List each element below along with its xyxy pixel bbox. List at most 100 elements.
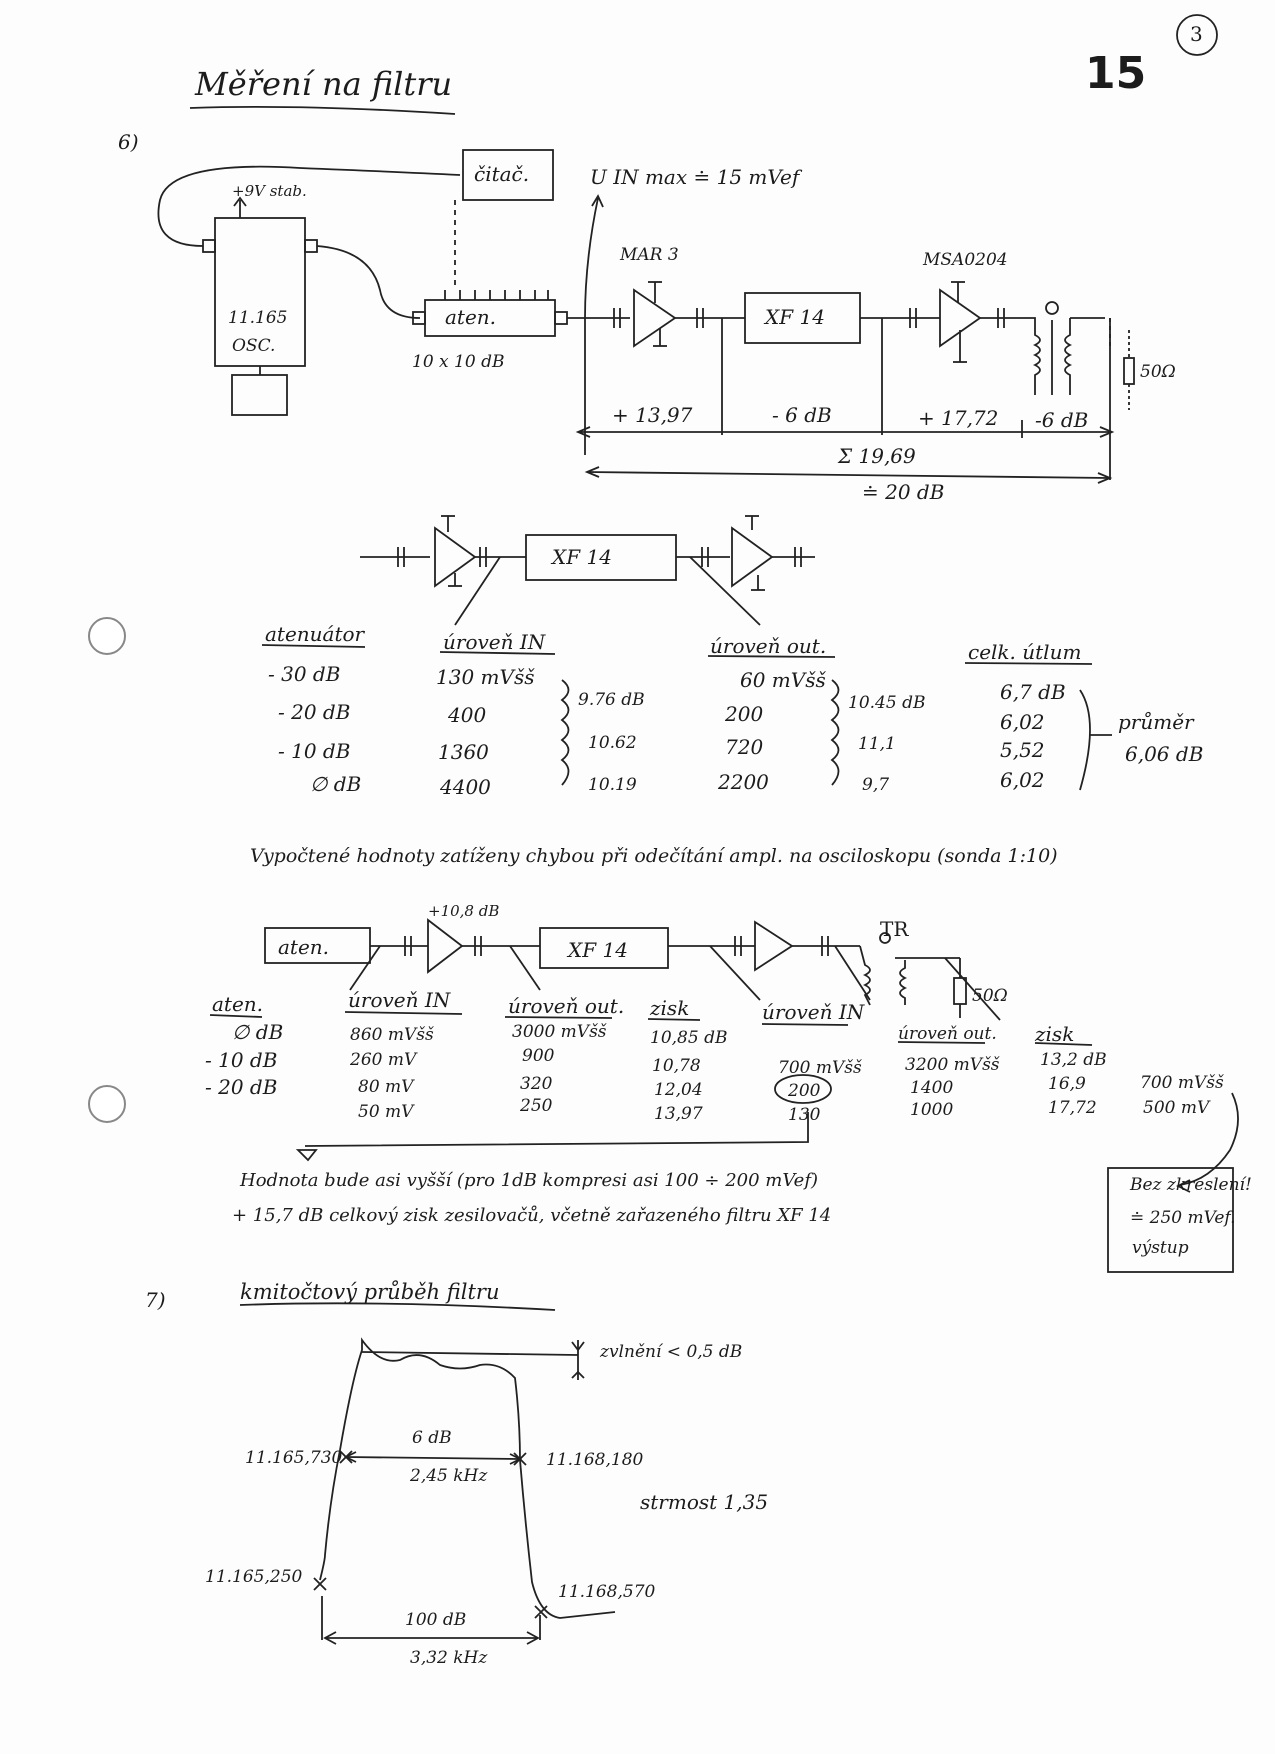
table2-in2-3: 130	[788, 1105, 821, 1125]
chain2-tr: TR	[880, 917, 909, 941]
table2-gain1-2: 10,78	[652, 1056, 701, 1076]
page-title: Měření na filtru	[195, 65, 453, 103]
table1-row2-in: 400	[448, 703, 487, 727]
table2-gain2-1: 13,2 dB	[1040, 1050, 1107, 1070]
table2-out2-1: 3200 mVšš	[905, 1055, 1000, 1075]
table2-extra-1: 700 mVšš	[1140, 1073, 1224, 1093]
table2-gain2-3: 17,72	[1048, 1098, 1097, 1118]
table2-header-gain1: zisk	[650, 996, 690, 1020]
gain-4: -6 dB	[1035, 408, 1089, 432]
table2-gain1-1: 10,85 dB	[650, 1028, 728, 1048]
bw100-label: 3,32 kHz	[410, 1648, 488, 1668]
table1-header-out: úroveň out.	[710, 634, 827, 658]
load-label-1: 50Ω	[1140, 362, 1176, 382]
table2-out1-4: 250	[520, 1096, 553, 1116]
oscillator-label-2: OSC.	[232, 336, 276, 356]
table2-in1-2: 260 mV	[350, 1050, 417, 1070]
supply-label: +9V stab.	[232, 182, 307, 200]
table2-gain1-3: 12,04	[654, 1080, 703, 1100]
table1-row2-loss: 6,02	[1000, 710, 1045, 734]
table2-gain2-2: 16,9	[1048, 1074, 1086, 1094]
table2-header-in2: úroveň IN	[762, 1000, 865, 1024]
table1-header-loss: celk. útlum	[968, 640, 1082, 664]
table1-row1-out: 60 mVšš	[740, 668, 826, 692]
chain2-load: 50Ω	[972, 986, 1008, 1006]
f6-right: 11.168,180	[546, 1450, 644, 1470]
table2-out1-2: 900	[522, 1046, 555, 1066]
table1-out-diff-3: 9,7	[862, 775, 890, 795]
table2-header-out1: úroveň out.	[508, 994, 625, 1018]
table1-row1-aten: - 30 dB	[268, 662, 341, 686]
page-number: 15	[1085, 48, 1147, 99]
average-value: 6,06 dB	[1125, 742, 1204, 766]
section-7-label: 7)	[145, 1288, 166, 1312]
f100-right: 11.168,570	[558, 1582, 656, 1602]
table1-row4-out: 2200	[718, 770, 769, 794]
table1-row3-loss: 5,52	[1000, 738, 1045, 762]
note-compression: Hodnota bude asi vyšší (pro 1dB kompresi…	[240, 1170, 819, 1191]
punch-hole-bottom	[88, 1085, 126, 1123]
db6-label: 6 dB	[412, 1428, 452, 1448]
table2-gain1-4: 13,97	[654, 1104, 703, 1124]
table1-row1-in: 130 mVšš	[436, 665, 535, 689]
amp1-label: MAR 3	[620, 245, 679, 265]
steepness-label: strmost 1,35	[640, 1490, 769, 1514]
chain2-aten: aten.	[278, 935, 330, 959]
table1-row2-aten: - 20 dB	[278, 700, 351, 724]
gain-1: + 13,97	[612, 403, 693, 427]
section-7-title: kmitočtový průběh filtru	[240, 1280, 500, 1304]
gain-3: + 17,72	[918, 406, 999, 430]
table2-in2-1: 700 mVšš	[778, 1058, 862, 1078]
circled-page-number: 3	[1190, 22, 1203, 46]
table2-header-aten: aten.	[212, 992, 264, 1016]
db100-label: 100 dB	[405, 1610, 467, 1630]
f100-left: 11.165,250	[205, 1567, 303, 1587]
table2-out2-2: 1400	[910, 1078, 954, 1098]
table2-in1-3: 80 mV	[358, 1077, 414, 1097]
table1-row2-out: 200	[725, 702, 764, 726]
table1-row4-loss: 6,02	[1000, 768, 1045, 792]
table1-row3-aten: - 10 dB	[278, 739, 351, 763]
attenuator-steps: 10 x 10 dB	[412, 352, 505, 372]
table1-in-diff-3: 10.19	[588, 775, 637, 795]
bw6-label: 2,45 kHz	[410, 1466, 488, 1486]
table1-row1-loss: 6,7 dB	[1000, 680, 1066, 704]
amp2-label: MSA0204	[923, 250, 1008, 270]
box-note-line1: Bez zkreslení!	[1130, 1175, 1252, 1195]
table2-header-in1: úroveň IN	[348, 988, 451, 1012]
chain2-filter: XF 14	[568, 938, 628, 962]
note-total-gain: + 15,7 dB celkový zisk zesilovačů, včetn…	[232, 1205, 832, 1226]
table2-aten-2: - 10 dB	[205, 1048, 278, 1072]
chain2-gain: +10,8 dB	[428, 902, 500, 920]
table1-row4-in: 4400	[440, 775, 491, 799]
table2-in1-4: 50 mV	[358, 1102, 414, 1122]
f6-left: 11.165,730	[245, 1448, 343, 1468]
table2-in2-2: 200	[788, 1081, 821, 1101]
table1-header-in: úroveň IN	[443, 630, 546, 654]
average-label: průměr	[1118, 710, 1194, 734]
uin-max-label: U IN max ≐ 15 mVef	[590, 165, 800, 189]
box-note-line2: ≐ 250 mVef.	[1130, 1208, 1236, 1228]
table2-extra-2: 500 mV	[1143, 1098, 1210, 1118]
gain-2: - 6 dB	[772, 403, 832, 427]
table1-out-diff-1: 10.45 dB	[848, 693, 926, 713]
ripple-label: zvlnění < 0,5 dB	[600, 1342, 743, 1362]
table2-header-gain2: zisk	[1035, 1022, 1075, 1046]
attenuator-label: aten.	[445, 305, 497, 329]
oscillator-label-1: 11.165	[228, 308, 288, 328]
table2-aten-3: - 20 dB	[205, 1075, 278, 1099]
filter-label-2: XF 14	[552, 545, 612, 569]
table2-out2-3: 1000	[910, 1100, 954, 1120]
counter-label: čitač.	[474, 162, 530, 186]
punch-hole-top	[88, 617, 126, 655]
table2-out1-1: 3000 mVšš	[512, 1022, 607, 1042]
table2-aten-1: ∅ dB	[232, 1020, 284, 1044]
table1-row3-in: 1360	[438, 740, 489, 764]
table1-in-diff-1: 9.76 dB	[578, 690, 645, 710]
table1-out-diff-2: 11,1	[858, 734, 896, 754]
total-gain-rounded: ≐ 20 dB	[862, 480, 945, 504]
table1-row3-out: 720	[725, 735, 764, 759]
table1-row4-aten: ∅ dB	[310, 772, 362, 796]
table2-in1-1: 860 mVšš	[350, 1025, 434, 1045]
